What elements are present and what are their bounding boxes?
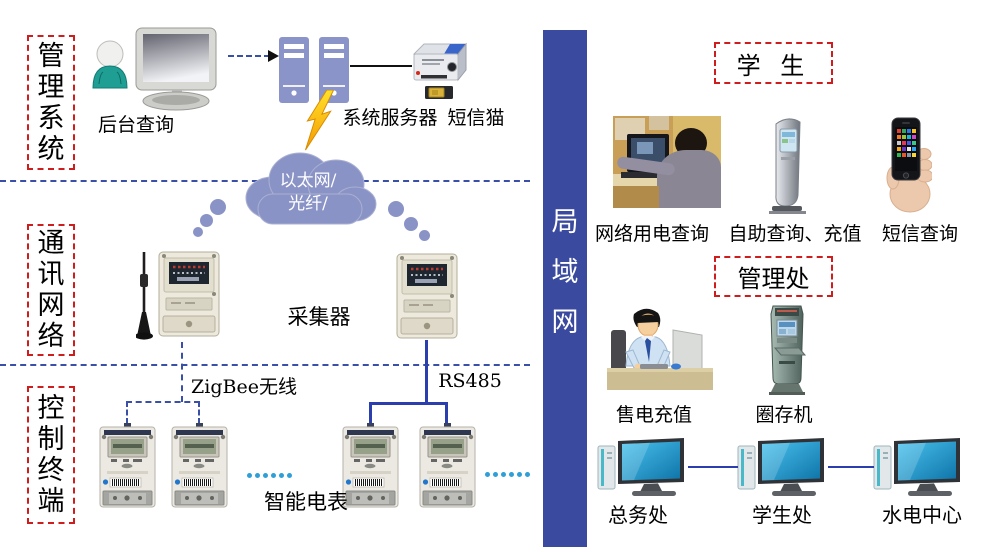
- rs485-drop-line: [425, 340, 428, 403]
- bubble-dot: [404, 217, 418, 231]
- tier-label-text: 通讯网络: [37, 228, 65, 352]
- students-title-box: 学 生: [714, 42, 833, 84]
- lan-label: 局域网: [551, 207, 579, 338]
- rs485-branch-left: [369, 402, 372, 424]
- photo-floor: [613, 186, 659, 208]
- collector-with-antenna-icon: [136, 250, 220, 340]
- sell-recharge-label: 售电充值: [615, 404, 692, 426]
- modem-label: 短信猫: [447, 107, 505, 129]
- photo-person-body: [657, 150, 721, 208]
- ellipsis-dots: [485, 462, 533, 481]
- desktop-computer-icon: [872, 438, 964, 498]
- cloud-label-line2: 光纤/: [288, 194, 328, 214]
- tier-label-text: 控制终端: [37, 393, 65, 517]
- bubble-dot: [388, 201, 404, 217]
- network-query-photo: [613, 116, 721, 208]
- desktop-computer-icon: [596, 438, 688, 498]
- student-office-label: 学生处: [752, 503, 812, 527]
- utility-center-label: 水电中心: [882, 503, 962, 527]
- server-modem-link: [350, 65, 412, 67]
- person-computer-icon: [90, 26, 222, 112]
- lan-bar: 局域网: [543, 30, 587, 547]
- selfservice-label: 自助查询、充值: [728, 223, 862, 245]
- smart-meter-icon: [99, 423, 156, 511]
- tier-label-communication-network: 通讯网络: [27, 224, 75, 356]
- smart-meter-icon: [171, 423, 228, 511]
- server-label: 系统服务器: [342, 107, 438, 129]
- collector-icon: [396, 251, 458, 341]
- bubble-dot: [200, 214, 213, 227]
- clerk-at-desk-icon: [607, 306, 713, 394]
- computer-link-line: [828, 466, 874, 468]
- zigbee-branch-line: [126, 401, 200, 403]
- bubble-dot: [193, 227, 203, 237]
- ellipsis-dots: [247, 463, 295, 482]
- smart-meter-label: 智能电表: [264, 490, 348, 514]
- phone-in-hand-icon: [882, 116, 932, 214]
- photo-poster: [649, 116, 669, 130]
- deposit-kiosk-label: 圈存机: [755, 404, 813, 426]
- rs485-label: RS485: [438, 370, 502, 392]
- network-query-label: 网络用电查询: [594, 223, 709, 245]
- tier-divider-bottom: [0, 364, 530, 366]
- zigbee-branch-left: [126, 401, 128, 424]
- photo-keyboard: [621, 172, 661, 178]
- sms-modem-icon: [408, 40, 472, 104]
- tier-label-management-system: 管理系统: [27, 35, 75, 170]
- general-affairs-label: 总务处: [608, 503, 668, 527]
- backend-to-server-line: [228, 55, 270, 57]
- tier-label-control-terminal: 控制终端: [27, 386, 75, 524]
- collector-label: 采集器: [287, 305, 351, 329]
- smart-meter-icon: [419, 423, 476, 511]
- office-title-box: 管理处: [714, 256, 833, 297]
- rs485-branch-right: [445, 402, 448, 424]
- sms-query-label: 短信查询: [881, 223, 958, 245]
- computer-link-line: [688, 466, 738, 468]
- zigbee-branch-right: [198, 401, 200, 424]
- photo-screen-glow: [637, 142, 653, 154]
- deposit-kiosk-icon: [765, 304, 809, 396]
- bubble-dot: [419, 230, 430, 241]
- bubble-dot: [210, 199, 226, 215]
- office-title: 管理处: [737, 265, 810, 293]
- selfservice-kiosk-icon: [769, 115, 809, 214]
- students-title: 学 生: [736, 51, 811, 80]
- rs485-branch-line: [369, 402, 448, 405]
- zigbee-drop-line: [181, 342, 183, 402]
- tier-label-text: 管理系统: [37, 40, 65, 165]
- backend-query-label: 后台查询: [97, 114, 174, 136]
- desktop-computer-icon: [736, 438, 828, 498]
- zigbee-label: ZigBee无线: [191, 376, 297, 398]
- arrow-right-icon: [268, 50, 279, 62]
- cloud-label-line1: 以太网/: [279, 171, 337, 191]
